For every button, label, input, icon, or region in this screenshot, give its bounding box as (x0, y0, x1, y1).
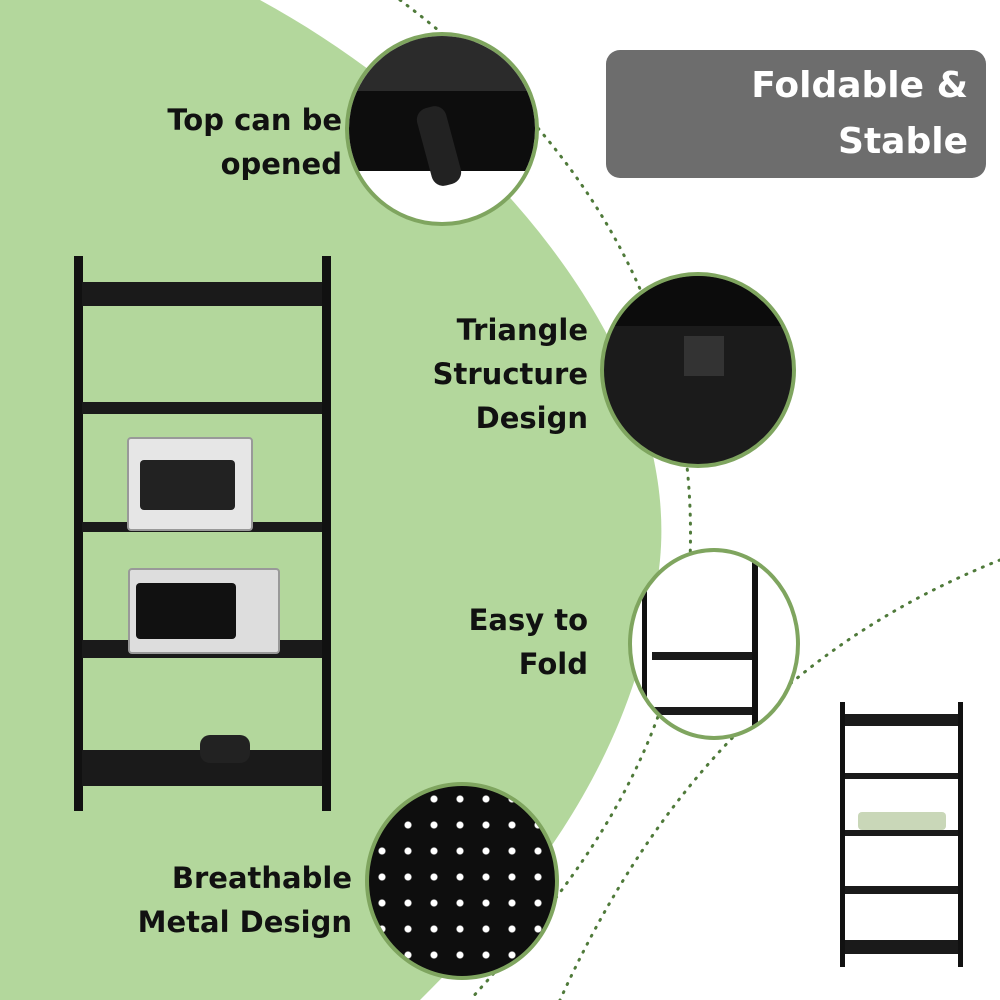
feature-text: Easy to (468, 603, 588, 637)
detail-image-fold (628, 548, 800, 740)
detail-image-perforated-shelf (365, 782, 559, 980)
feature-text: Metal Design (137, 905, 352, 939)
feature-text: Design (475, 401, 588, 435)
detail-image-top-lock (345, 32, 539, 226)
detail-image-triangle (600, 272, 796, 468)
feature-text: Triangle (456, 313, 588, 347)
feature-text: Structure (432, 357, 588, 391)
feature-text: Top can be (167, 103, 342, 137)
dotted-arc-lower (558, 558, 1000, 1000)
title-line-2: Structure (775, 177, 968, 218)
title-badge: Foldable & Stable Structure (606, 50, 986, 218)
feature-text: opened (220, 147, 342, 181)
feature-text: Fold (518, 647, 588, 681)
title-line-1: Foldable & Stable (751, 65, 968, 162)
feature-label-fold: Easy to Fold (400, 598, 588, 686)
feature-label-top: Top can be opened (150, 98, 342, 186)
feature-text: Breathable (171, 861, 352, 895)
